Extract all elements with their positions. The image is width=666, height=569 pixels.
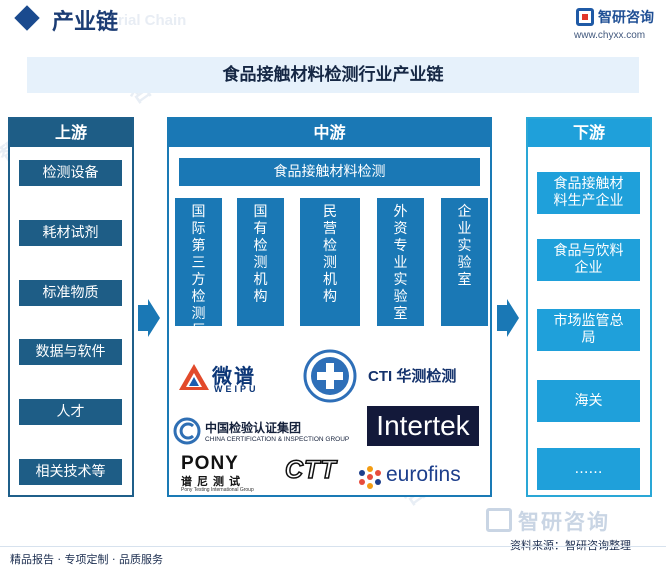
weipu-mark-icon bbox=[179, 364, 209, 390]
ccic-cn: 中国检验认证集团 bbox=[205, 421, 302, 435]
eurofins-mark-icon bbox=[359, 466, 381, 489]
ccic-mark-icon bbox=[173, 417, 201, 445]
header: 产业链 rial Chain 智研咨询 www.chyxx.com bbox=[0, 0, 666, 44]
upstream-item: 人才 bbox=[19, 399, 122, 425]
weipu-en: WEIPU bbox=[214, 384, 259, 394]
header-title: 产业链 bbox=[52, 10, 119, 35]
footer-divider bbox=[0, 546, 666, 547]
downstream-item: …… bbox=[537, 448, 640, 490]
upstream-title: 上游 bbox=[10, 119, 132, 147]
midstream-subtitle: 食品接触材料检测 bbox=[179, 158, 480, 186]
brand-logo-icon bbox=[576, 8, 594, 26]
upstream-item: 标准物质 bbox=[19, 280, 122, 306]
intertek-logo: Intertek bbox=[367, 406, 479, 446]
pony-cn: 谱尼测试 bbox=[181, 475, 245, 488]
national-inspection-emblem-icon bbox=[303, 349, 357, 403]
upstream-item: 检测设备 bbox=[19, 160, 122, 186]
bottom-brand: 智研咨询 bbox=[518, 510, 610, 534]
brand-name: 智研咨询 bbox=[598, 10, 654, 26]
footer-slogan: 精品报告 · 专项定制 · 品质服务 bbox=[10, 553, 163, 566]
brand-url: www.chyxx.com bbox=[574, 30, 646, 41]
weipu-cn: 微谱 bbox=[212, 364, 256, 388]
diamond-icon bbox=[14, 5, 40, 31]
header-watermark: rial Chain bbox=[118, 12, 187, 29]
diagram-title: 食品接触材料检测行业产业链 bbox=[27, 57, 639, 93]
ctt-text: CTT bbox=[284, 455, 337, 485]
ctt-logo: CTT bbox=[284, 455, 337, 485]
arrow-right-icon bbox=[497, 299, 519, 337]
midstream-column: 中游 食品接触材料检测 国际第三方检测巨头 国有检测机构 民营检测机构 外资专业… bbox=[167, 117, 492, 497]
downstream-column: 下游 食品接触材料生产企业 食品与饮料企业 市场监管总局 海关 …… bbox=[526, 117, 652, 497]
downstream-title: 下游 bbox=[528, 119, 650, 147]
arrow-right-icon bbox=[138, 299, 160, 337]
pony-en-full: Pony Testing International Group bbox=[181, 487, 254, 493]
midstream-category: 企业实验室 bbox=[441, 198, 488, 326]
midstream-title: 中游 bbox=[169, 119, 490, 147]
upstream-column: 上游 检测设备 耗材试剂 标准物质 数据与软件 人才 相关技术等 bbox=[8, 117, 134, 497]
midstream-category: 国际第三方检测巨头 bbox=[175, 198, 222, 356]
source-note: 资料来源：智研咨询整理 bbox=[510, 539, 631, 552]
downstream-item: 食品与饮料企业 bbox=[537, 239, 640, 281]
bottom-brand-icon bbox=[486, 508, 512, 532]
upstream-item: 数据与软件 bbox=[19, 339, 122, 365]
downstream-item: 海关 bbox=[537, 380, 640, 422]
midstream-category: 国有检测机构 bbox=[237, 198, 284, 326]
pony-en: PONY bbox=[181, 453, 239, 474]
downstream-item: 食品接触材料生产企业 bbox=[537, 172, 640, 214]
ccic-en: CHINA CERTIFICATION & INSPECTION GROUP bbox=[205, 436, 350, 443]
upstream-item: 相关技术等 bbox=[19, 459, 122, 485]
upstream-item: 耗材试剂 bbox=[19, 220, 122, 246]
cti-logo: CTI 华测检测 bbox=[368, 368, 457, 385]
downstream-item: 市场监管总局 bbox=[537, 309, 640, 351]
midstream-category: 民营检测机构 bbox=[300, 198, 360, 326]
eurofins-text: eurofins bbox=[386, 463, 461, 486]
midstream-category: 外资专业实验室 bbox=[377, 198, 424, 326]
